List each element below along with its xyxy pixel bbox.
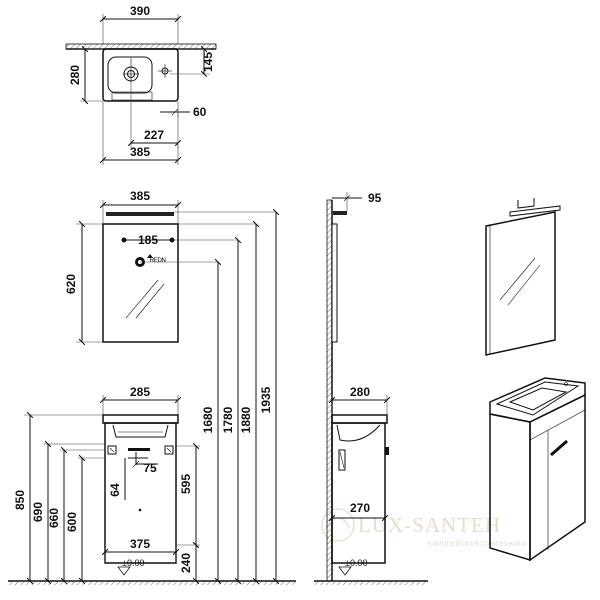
dim-375: 375 [130, 537, 150, 551]
watermark-brand: LUX-SANTEH [358, 513, 501, 537]
dim-1780: 1780 [221, 406, 235, 433]
dim-240: 240 [179, 553, 193, 573]
perspective-view [485, 198, 586, 562]
dim-620: 620 [64, 274, 78, 294]
watermark-tagline: ЕВРОПЕЙСКАЯ САНТЕХНИКА [428, 540, 526, 548]
dim-60: 60 [193, 105, 207, 119]
dim-1935: 1935 [259, 386, 273, 413]
dim-850: 850 [13, 490, 27, 510]
dim-280-side: 280 [350, 385, 370, 399]
floor-level-front: ±0.00 [122, 558, 144, 568]
dim-385-top: 385 [130, 145, 150, 159]
dim-385-mirror: 385 [130, 189, 150, 203]
top-view: 390 280 145 60 227 385 [65, 4, 217, 165]
dim-270: 270 [350, 501, 370, 515]
dim-660: 660 [47, 508, 61, 528]
socket-label: ᴿᴱᴰᴺ [150, 256, 166, 266]
dim-64: 64 [108, 483, 122, 497]
front-view: 385 185 ᴿᴱᴰᴺ 620 1680 1780 1880 [8, 189, 296, 585]
dim-227: 227 [144, 128, 164, 142]
dim-280-top: 280 [68, 65, 82, 85]
dim-1880: 1880 [239, 406, 253, 433]
dim-75: 75 [143, 461, 157, 475]
dim-690: 690 [31, 502, 45, 522]
dim-1680: 1680 [201, 406, 215, 433]
dim-95: 95 [368, 191, 382, 205]
dim-145: 145 [201, 52, 215, 72]
side-view: 95 280 270 ±0.00 [314, 191, 428, 585]
dim-600: 600 [65, 512, 79, 532]
floor-level-side: ±0.00 [345, 558, 367, 568]
dim-185: 185 [138, 233, 158, 247]
dim-595: 595 [179, 474, 193, 494]
dim-390: 390 [130, 4, 150, 18]
dim-285: 285 [130, 385, 150, 399]
